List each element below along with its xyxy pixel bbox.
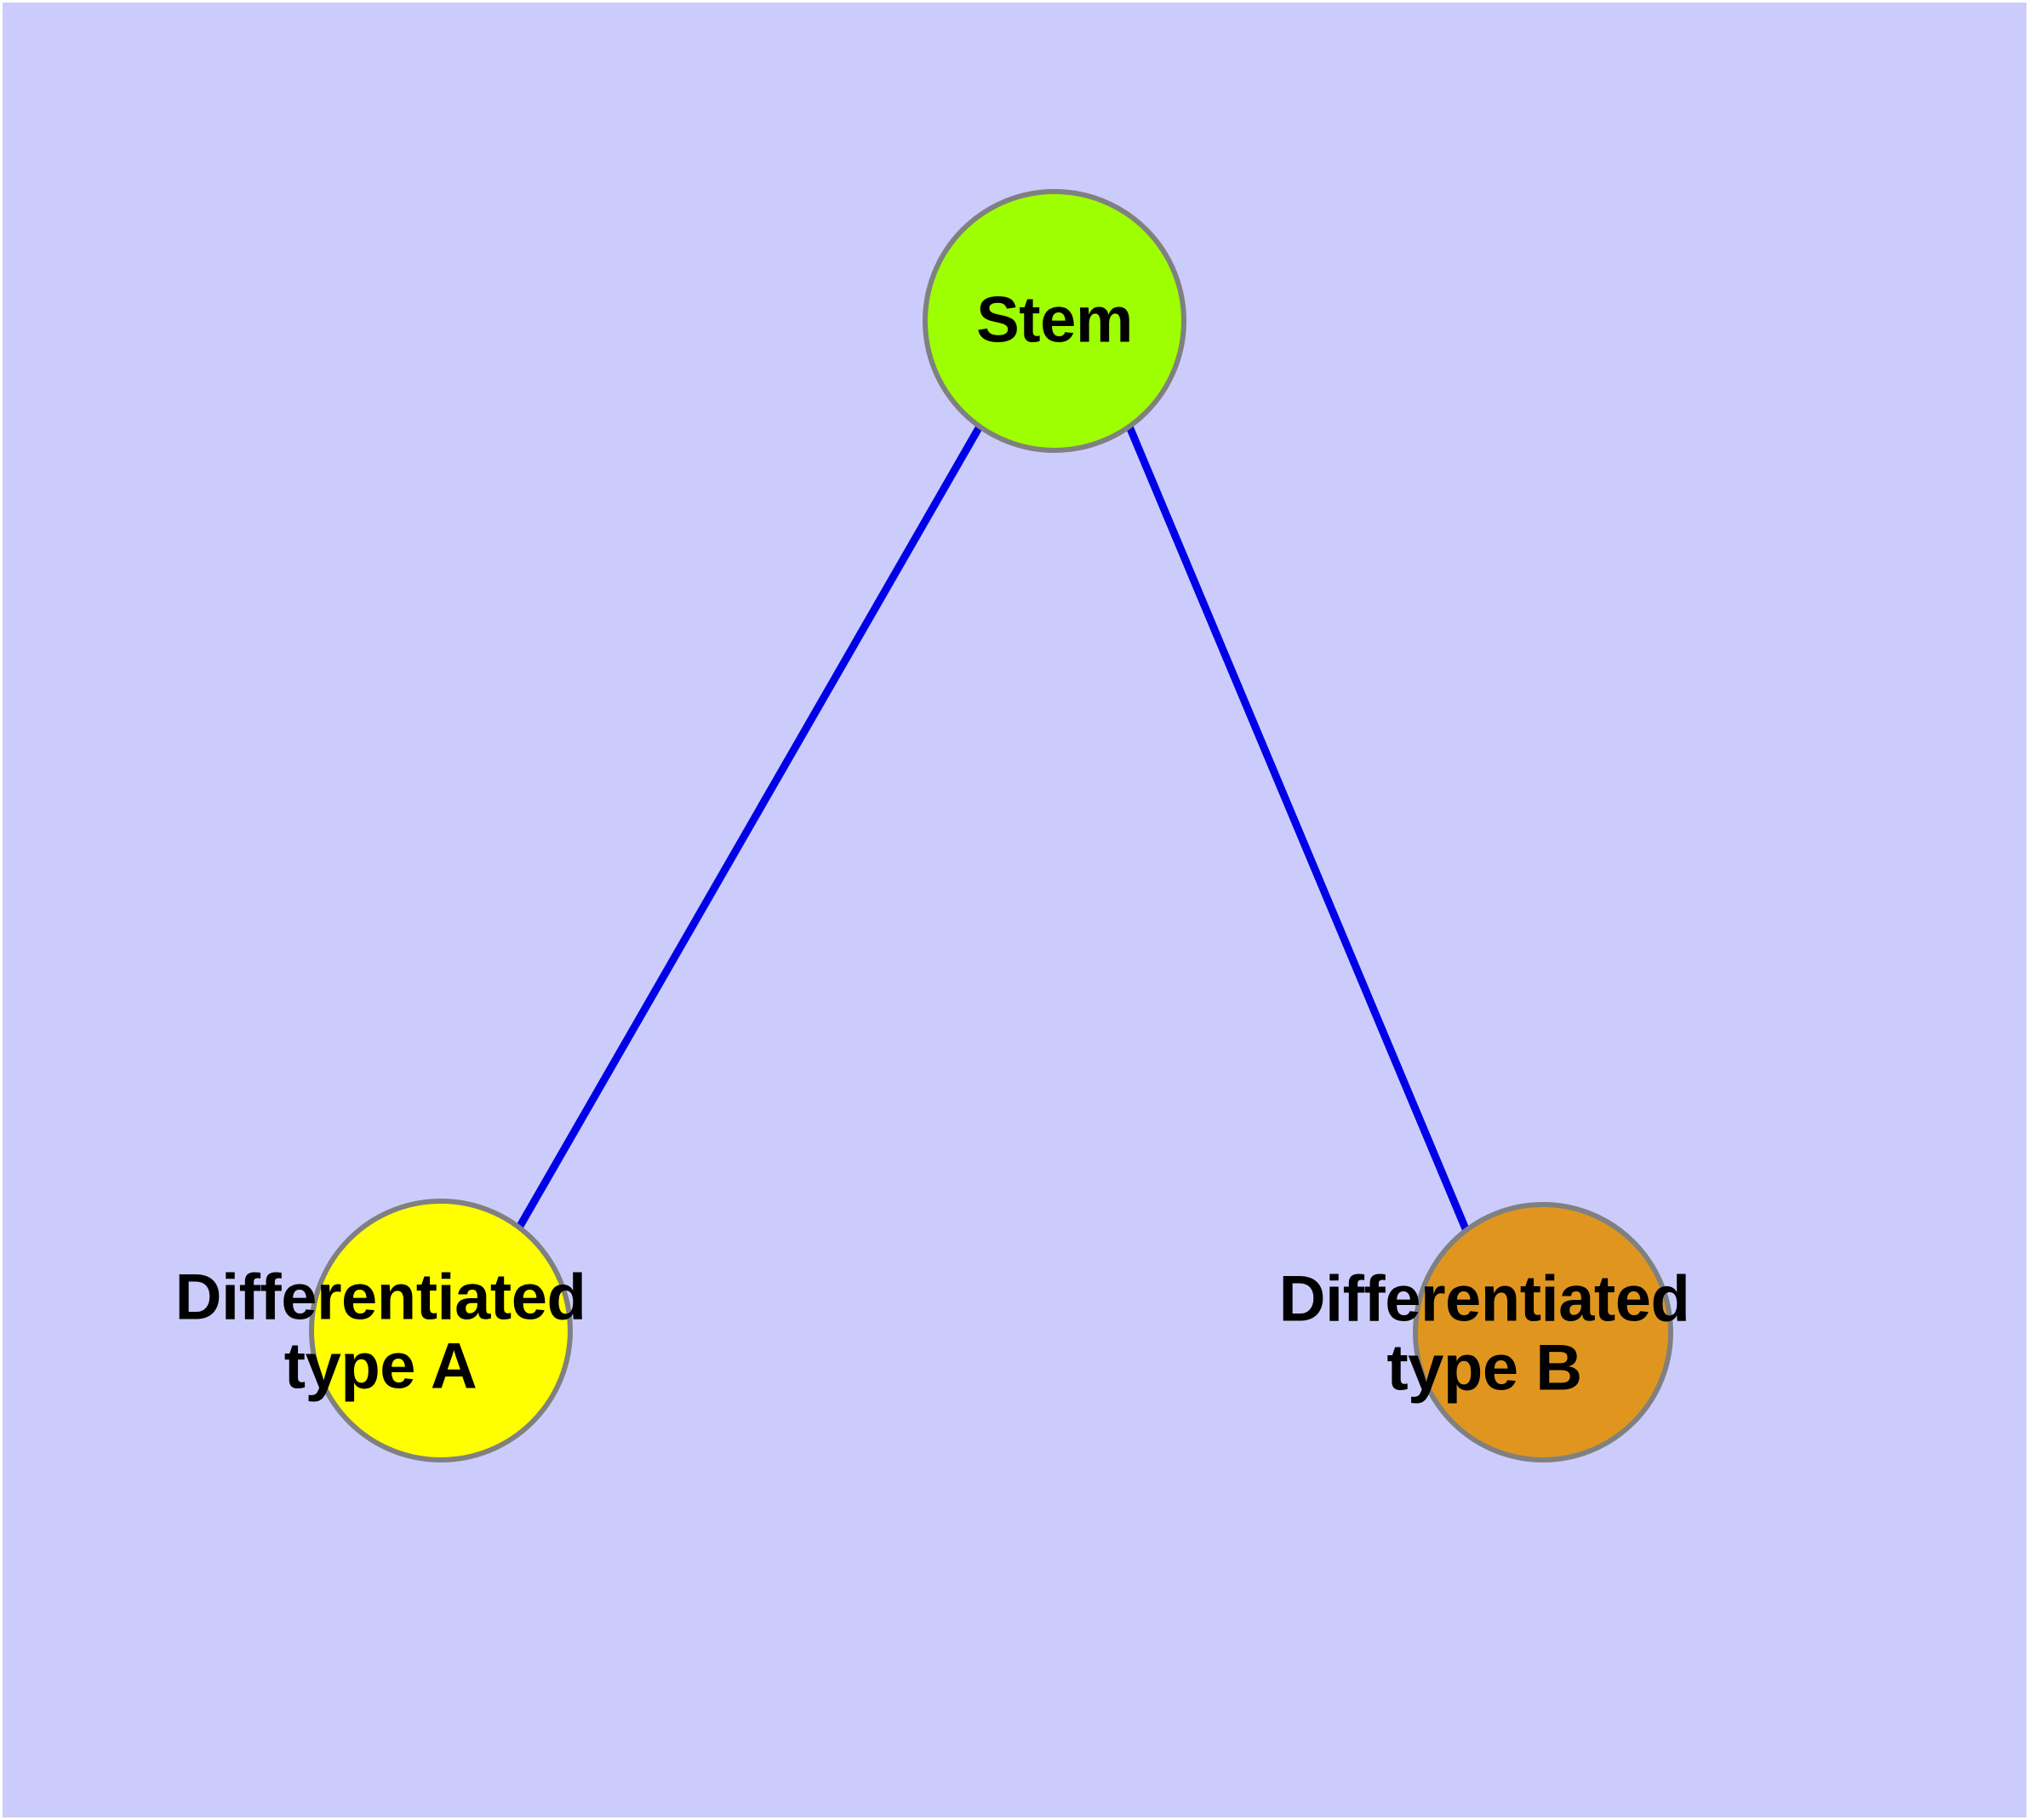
node-differentiated-type-a[interactable] (309, 1199, 573, 1462)
node-label-stem-line-1: Stem (976, 283, 1133, 357)
edge-stem-to-diff-b (1125, 425, 1471, 1233)
node-differentiated-type-b[interactable] (1413, 1202, 1673, 1462)
node-label-differentiated-type-a-line-1: Differentiated (174, 1261, 586, 1334)
node-label-stem: Stem (976, 283, 1133, 357)
node-label-differentiated-type-a: Differentiated type A (175, 1263, 586, 1400)
node-label-differentiated-type-b: Differentiated type B (1279, 1265, 1690, 1402)
node-label-differentiated-type-a-line-2: type A (283, 1330, 477, 1402)
edge-stem-to-diff-a (516, 424, 983, 1230)
node-label-differentiated-type-b-line-2: type B (1386, 1331, 1582, 1404)
node-stem[interactable] (923, 189, 1186, 453)
node-layer (309, 189, 1673, 1462)
node-label-differentiated-type-b-line-1: Differentiated (1278, 1262, 1690, 1336)
edge-layer (516, 424, 1471, 1233)
